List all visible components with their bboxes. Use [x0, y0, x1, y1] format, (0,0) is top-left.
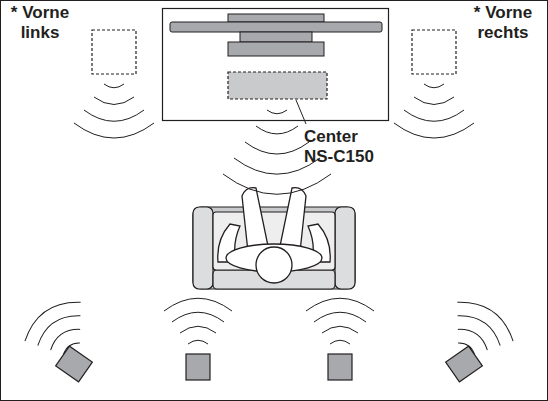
sound-wave	[223, 174, 331, 194]
sound-wave	[32, 308, 80, 346]
wave-group	[164, 298, 232, 344]
front-left-speaker	[92, 30, 136, 74]
sound-wave	[47, 324, 80, 350]
sound-wave	[74, 123, 154, 138]
sound-wave	[84, 110, 144, 121]
tv-set	[170, 14, 382, 56]
wave-group	[438, 292, 520, 368]
front-right-speaker	[412, 30, 456, 74]
tv-board	[163, 9, 389, 121]
sound-waves	[18, 84, 521, 368]
sound-wave	[314, 312, 366, 322]
surround-speakers	[56, 346, 483, 382]
sound-wave	[458, 340, 477, 355]
sound-wave	[404, 110, 464, 121]
speaker-label: * Vorne links	[2, 3, 78, 43]
sound-wave	[424, 84, 444, 88]
sound-wave	[458, 324, 491, 350]
sound-wave	[94, 97, 134, 105]
leader-line	[296, 100, 306, 124]
speaker-label: * Vorne rechts	[462, 3, 544, 43]
wave-group	[18, 292, 100, 368]
sound-wave	[172, 312, 224, 322]
sound-wave	[322, 326, 358, 333]
sound-wave	[164, 298, 232, 311]
sofa	[193, 207, 355, 289]
center-speaker	[228, 72, 327, 99]
sound-wave	[394, 123, 474, 138]
wave-group	[306, 298, 374, 344]
sound-wave	[330, 340, 350, 344]
sound-wave	[180, 326, 216, 333]
speaker-label: Center NS-C150	[304, 127, 382, 167]
sound-wave	[18, 292, 81, 341]
sound-wave	[457, 292, 520, 341]
sound-wave	[458, 308, 506, 346]
sound-wave	[104, 84, 124, 88]
wave-group	[74, 84, 154, 138]
sound-wave	[414, 97, 454, 105]
listener	[218, 188, 331, 283]
wave-group	[394, 84, 474, 138]
sound-wave	[188, 340, 208, 344]
sound-wave	[256, 126, 298, 134]
sound-wave	[306, 298, 374, 311]
sound-wave	[267, 110, 287, 114]
sound-wave	[61, 340, 80, 355]
sound-wave	[245, 142, 309, 154]
